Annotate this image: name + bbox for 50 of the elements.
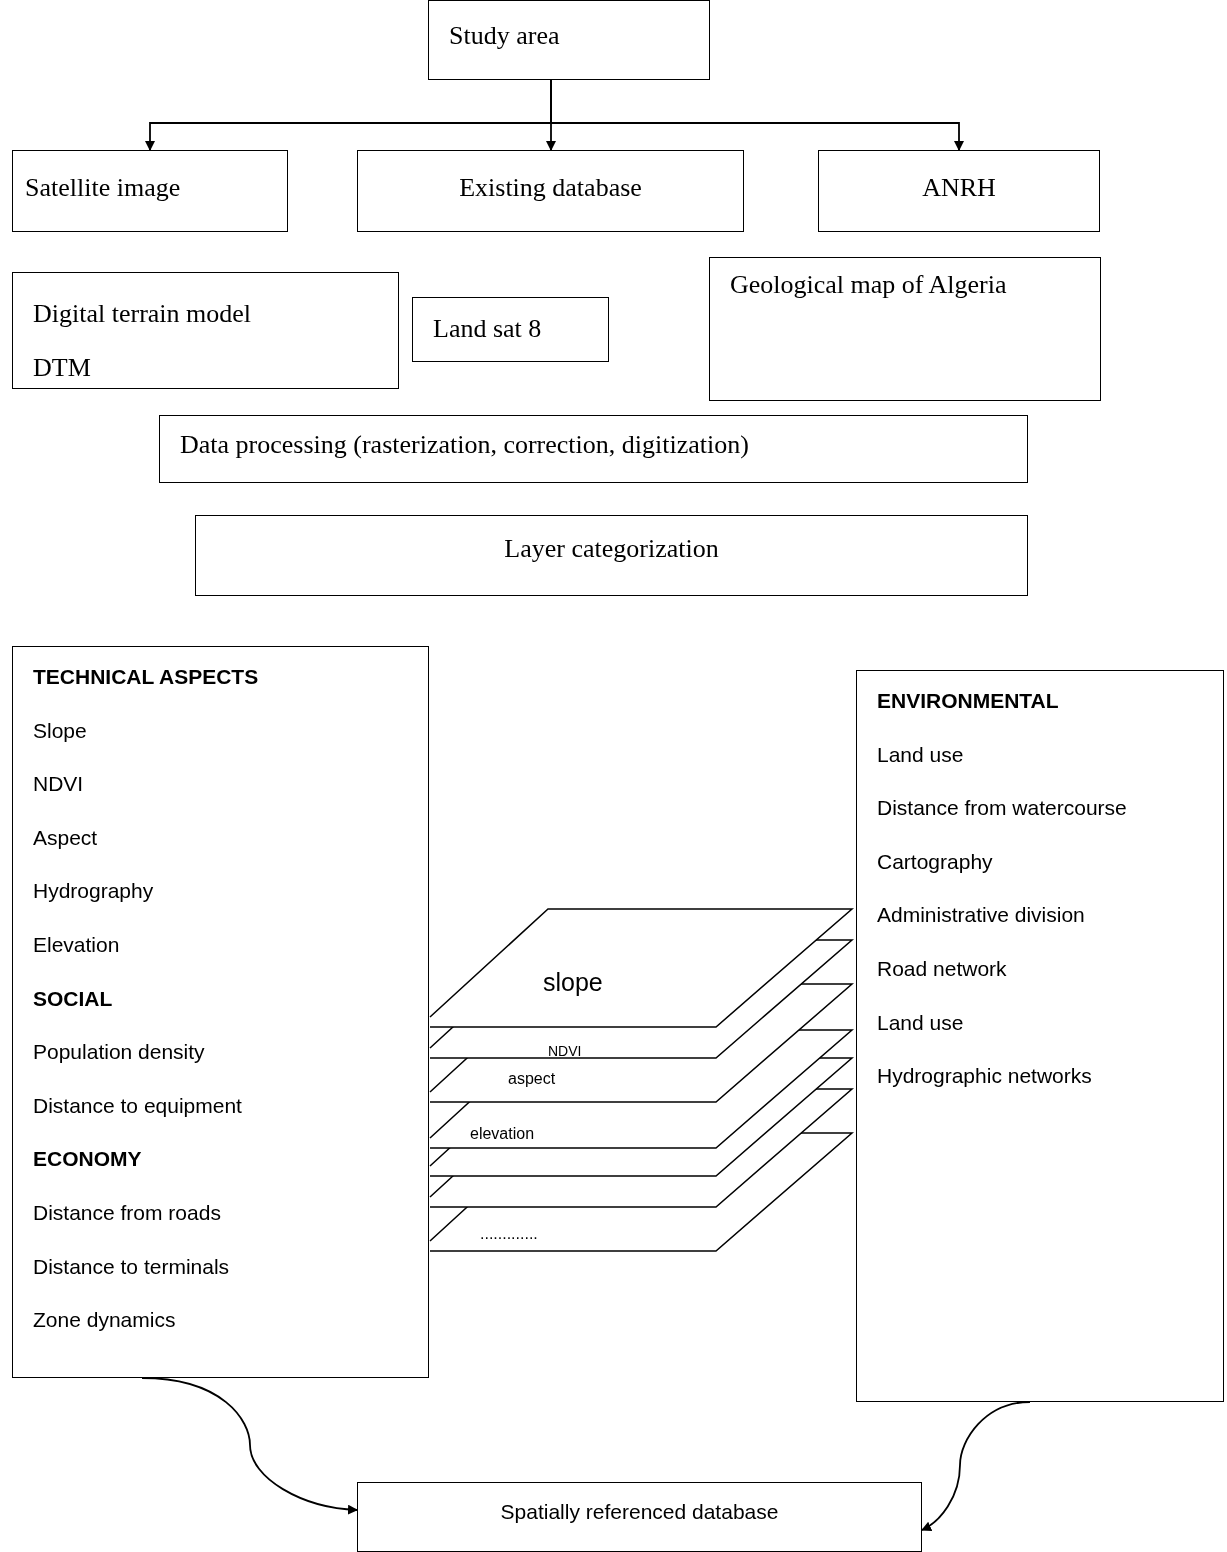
process-box <box>12 150 288 232</box>
list-item: Hydrographic networks <box>877 1063 1093 1090</box>
layer-label: NDVI <box>548 1043 582 1059</box>
list-item: Population density <box>33 1039 206 1066</box>
category-heading: ENVIRONMENTAL <box>877 688 1060 714</box>
category-list-box <box>12 646 429 1378</box>
category-heading: TECHNICAL ASPECTS <box>33 664 260 690</box>
list-item: Aspect <box>33 824 99 851</box>
box-label: Geological map of Algeria <box>730 270 1008 300</box>
list-item: Cartography <box>877 848 994 875</box>
process-box <box>159 415 1028 483</box>
list-item: Administrative division <box>877 902 1086 929</box>
list-item: Hydrography <box>33 878 155 905</box>
box-label: Study area <box>449 21 561 51</box>
process-box <box>412 297 609 362</box>
box-label: Existing database <box>458 173 643 203</box>
box-label: Data processing (rasterization, correction, digitization) <box>180 430 750 460</box>
list-item: Distance from watercourse <box>877 795 1128 822</box>
process-box <box>195 515 1028 596</box>
process-box <box>709 257 1101 401</box>
layer-label: slope <box>543 968 603 997</box>
box-label: Spatially referenced database <box>499 1500 780 1524</box>
list-item: Zone dynamics <box>33 1307 177 1334</box>
list-item: Distance to terminals <box>33 1253 231 1280</box>
list-item: Road network <box>877 955 1008 982</box>
process-box <box>818 150 1100 232</box>
process-box <box>12 272 399 389</box>
category-list-box <box>856 670 1224 1402</box>
list-item: Slope <box>33 717 88 744</box>
list-item: Land use <box>877 1009 965 1036</box>
layer-label: ............. <box>480 1225 538 1243</box>
box-label: Digital terrain model DTM <box>33 298 253 384</box>
list-item: Distance to equipment <box>33 1092 243 1119</box>
list-item: Elevation <box>33 931 121 958</box>
arrow <box>141 1377 358 1515</box>
process-box <box>428 0 710 80</box>
arrow <box>921 1401 1031 1531</box>
category-heading: SOCIAL <box>33 985 114 1012</box>
box-label: Layer categorization <box>503 534 720 564</box>
list-item: Distance from roads <box>33 1199 222 1226</box>
layer-label: aspect <box>508 1070 556 1088</box>
box-label: Satellite image <box>25 173 182 203</box>
process-box <box>357 1482 922 1552</box>
process-box <box>357 150 744 232</box>
list-item: NDVI <box>33 771 85 798</box>
category-heading: ECONOMY <box>33 1146 143 1173</box>
layer-label: elevation <box>470 1125 535 1143</box>
list-item: Land use <box>877 741 965 768</box>
box-label: ANRH <box>921 173 997 203</box>
box-label: Land sat 8 <box>433 314 543 344</box>
